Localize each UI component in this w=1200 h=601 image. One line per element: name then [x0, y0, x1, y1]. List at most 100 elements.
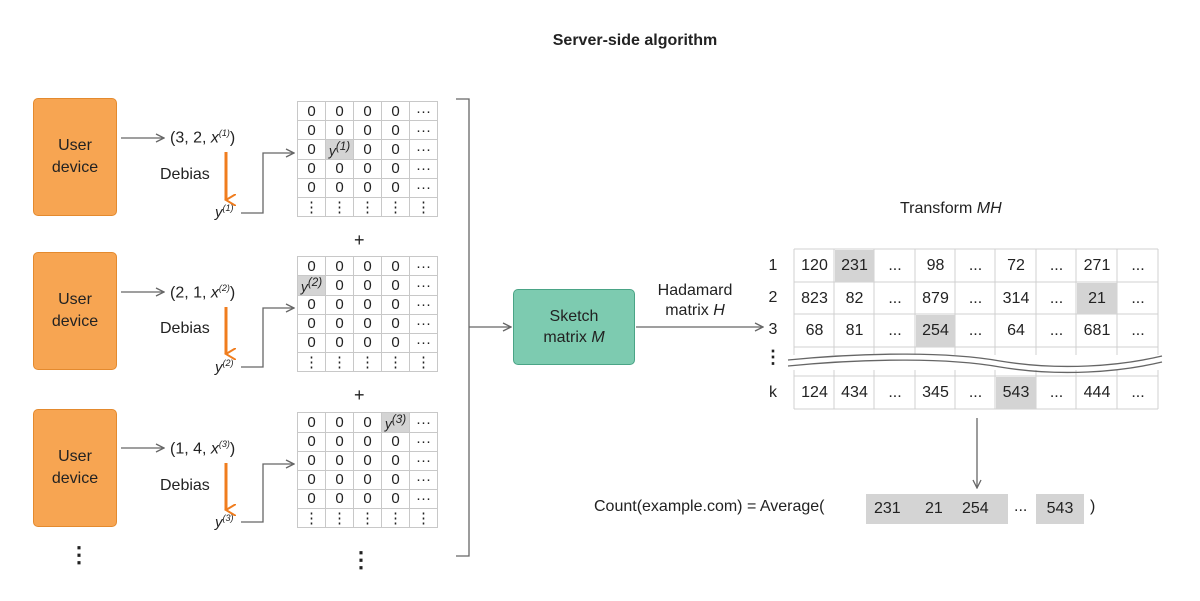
matrix-cell: ··· [409, 101, 438, 121]
matrix-cell: y(1) [325, 139, 354, 160]
count-formula: Count(example.com) = Average( [594, 498, 824, 516]
result-cell: ... [888, 289, 902, 307]
matrix-cell: 0 [325, 469, 354, 490]
matrix-cell: 0 [325, 275, 354, 296]
result-cell: 21 [1077, 283, 1117, 314]
result-cell: ... [968, 322, 983, 339]
matrix-cell: 0 [381, 101, 410, 121]
average-value: 543 [1046, 500, 1074, 517]
matrix-cell: 0 [325, 332, 354, 353]
sketch-label: matrix M [543, 329, 605, 346]
matrix-cell: ⋮ [409, 507, 438, 528]
device-label: device [51, 159, 99, 176]
matrix-cell: 0 [381, 139, 410, 160]
result-cell: 271 [1083, 257, 1111, 274]
matrix-cell: 0 [353, 431, 382, 452]
matrix-cell: 0 [325, 101, 354, 121]
matrix-cell: 0 [297, 313, 326, 334]
matrix-cell: ··· [409, 177, 438, 198]
matrix-cell: ··· [409, 120, 438, 140]
result-cell: 543 [996, 377, 1036, 409]
matrix-cell: y(2) [297, 275, 326, 296]
row-label: 2 [768, 289, 778, 306]
matrix-cell: ··· [409, 313, 438, 334]
result-cell: ... [1131, 257, 1145, 274]
result-cell: 98 [926, 257, 945, 274]
matrix-cell: ⋮ [325, 196, 354, 217]
matrix-cell: ⋮ [325, 507, 354, 528]
matrix-cell: ⋮ [409, 351, 438, 372]
formula-close-paren: ) [1090, 498, 1096, 515]
result-cell: 314 [1002, 289, 1030, 307]
result-cell: 434 [841, 384, 868, 401]
matrix-cell: 0 [325, 294, 354, 315]
matrix-cell: 0 [353, 469, 382, 490]
matrix-cell: 0 [353, 450, 382, 471]
y-label-3: y(3) [215, 513, 234, 531]
matrix-cell: ⋮ [381, 351, 410, 372]
matrix-cell: ⋮ [381, 196, 410, 217]
matrix-cell: ⋮ [325, 351, 354, 372]
result-cell: 64 [1007, 322, 1025, 339]
matrix-cell: ··· [409, 294, 438, 315]
result-cell: 68 [805, 322, 824, 339]
matrix-cell: 0 [353, 101, 382, 121]
result-cell: ... [1049, 322, 1064, 339]
diagram-title: Server-side algorithm [552, 32, 718, 49]
matrix-cell: 0 [353, 313, 382, 334]
sketch-label: Sketch [549, 308, 599, 325]
matrix-cell: 0 [381, 313, 410, 334]
matrix-cell: 0 [297, 158, 326, 179]
matrix-cell: ⋮ [297, 507, 326, 528]
plus-sign-2: + [354, 385, 365, 405]
row-label: k [769, 384, 777, 401]
result-cell: 879 [922, 289, 949, 307]
sum-bracket [456, 98, 470, 557]
matrix-cell: ⋮ [353, 351, 382, 372]
y-label-2: y(2) [215, 358, 234, 376]
matrix-cell: ⋮ [409, 196, 438, 217]
matrix-cell: 0 [353, 412, 382, 433]
matrix-cell: 0 [297, 256, 326, 276]
result-cell: 444 [1083, 384, 1111, 401]
matrix-cell: ··· [409, 332, 438, 353]
matrix-cell: 0 [297, 431, 326, 452]
average-value: 231 [874, 500, 901, 517]
row-label: 3 [768, 321, 778, 338]
plus-sign-1: + [354, 230, 365, 250]
average-ellipsis: ... [1014, 498, 1028, 515]
result-cell: 81 [845, 322, 864, 339]
matrix-cell: 0 [381, 256, 410, 276]
matrix-row: ⋮⋮⋮⋮⋮ [297, 507, 438, 528]
row-label: 1 [768, 257, 778, 274]
arrow-y2-matrix [241, 308, 294, 368]
report-tuple-1: (3, 2, x(1)) [170, 128, 236, 147]
matrix-cell: 0 [381, 450, 410, 471]
y-label-1: y(1) [215, 203, 234, 221]
matrix-cell: 0 [325, 313, 354, 334]
result-cell: ... [888, 257, 902, 274]
matrix-row: ⋮⋮⋮⋮⋮ [297, 196, 438, 217]
result-cell: ... [968, 384, 983, 401]
matrix-cell: 0 [297, 412, 326, 433]
matrix-cell: 0 [353, 139, 382, 160]
matrix-cell: 0 [381, 177, 410, 198]
result-cell: ... [968, 289, 983, 307]
matrix-cell: 0 [353, 488, 382, 509]
matrix-cell: ⋮ [381, 507, 410, 528]
matrix-cell: y(3) [381, 412, 410, 433]
matrix-cell: 0 [381, 120, 410, 140]
matrix-cell: ··· [409, 158, 438, 179]
matrix-break-curve [787, 353, 1163, 368]
arrow-y3-matrix [241, 464, 294, 523]
matrix-cell: ··· [409, 412, 438, 433]
